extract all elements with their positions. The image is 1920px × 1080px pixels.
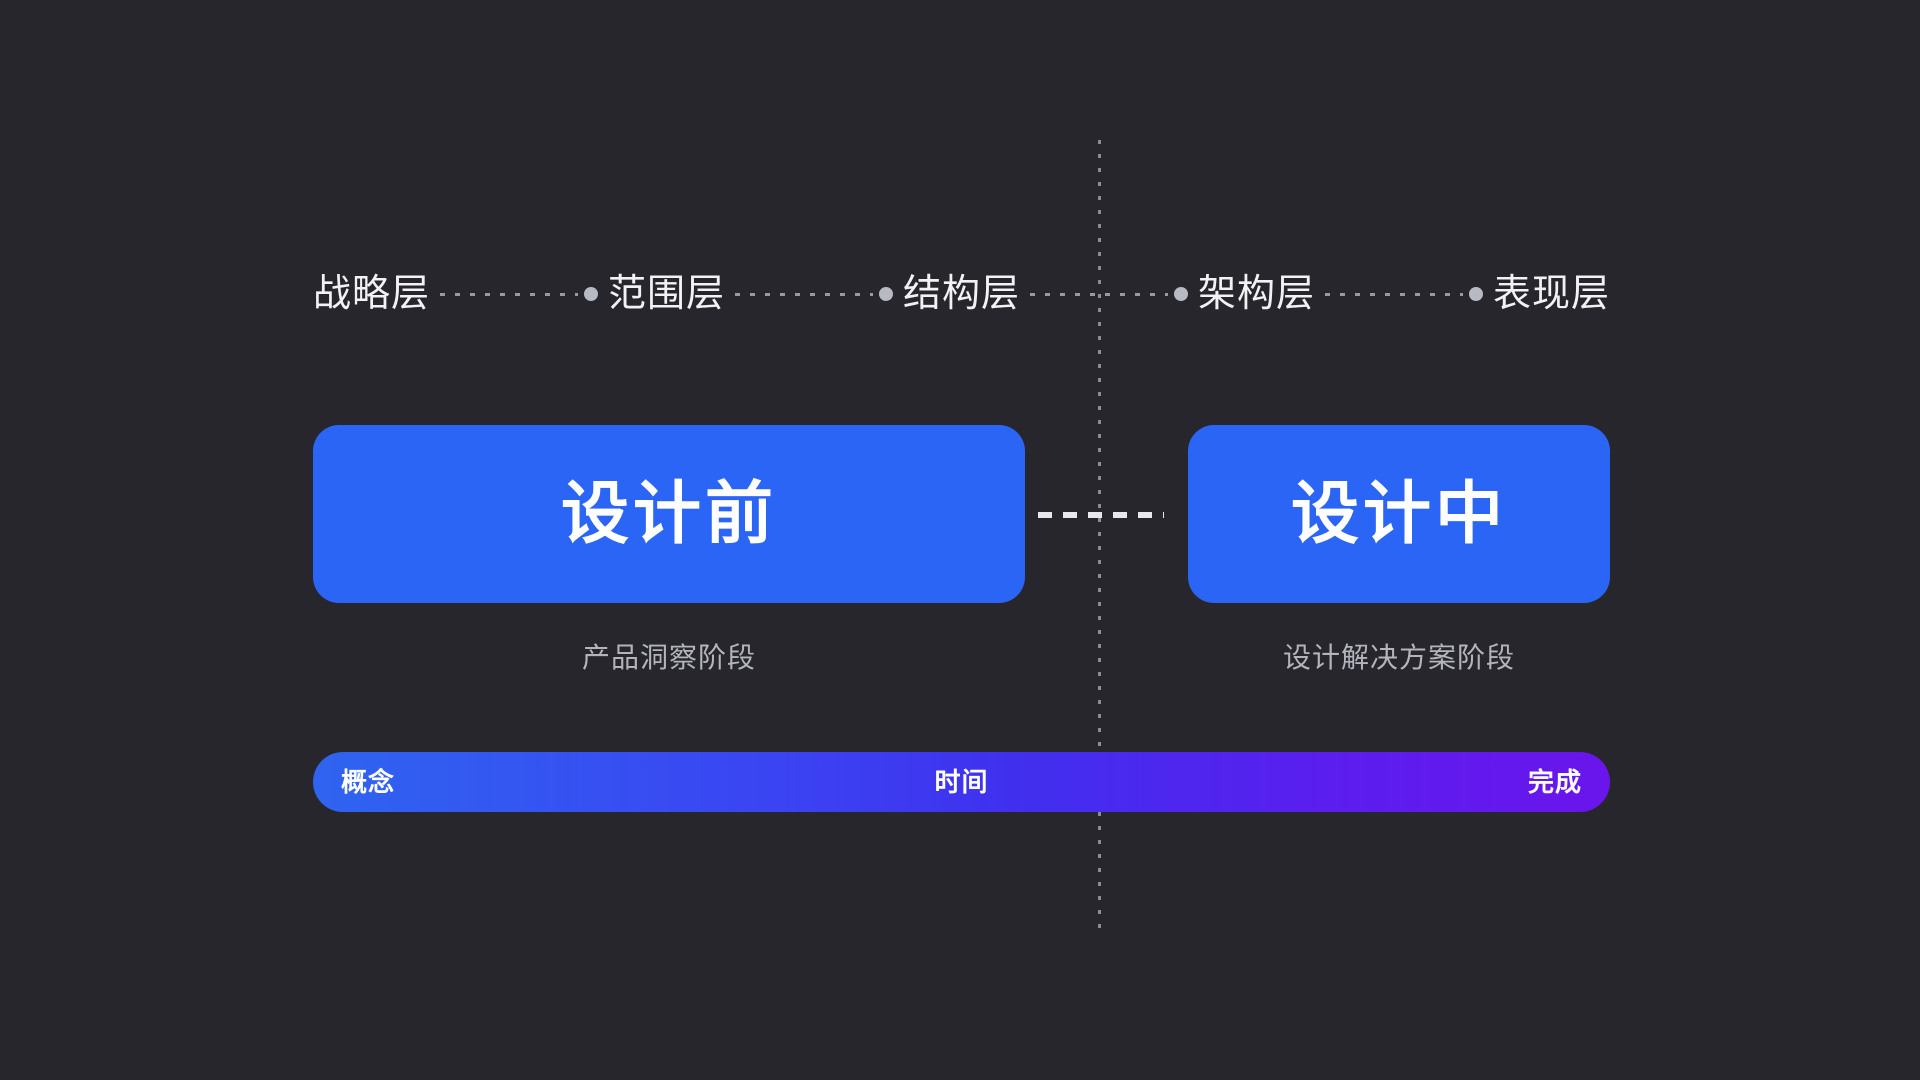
phase-card-title: 设计中 bbox=[1290, 476, 1507, 552]
chain-dot-icon bbox=[1469, 287, 1483, 301]
phase-card-connector bbox=[1038, 512, 1164, 518]
layer-chain-connector-1 bbox=[440, 286, 598, 302]
timeline-mid-label: 时间 bbox=[934, 767, 989, 797]
timeline-start-label: 概念 bbox=[341, 767, 396, 797]
layer-chain: 战略层 范围层 结构层 架构层 表现层 bbox=[313, 262, 1610, 326]
dashed-line bbox=[1325, 292, 1463, 296]
layer-chain-item-strategy[interactable]: 战略层 bbox=[313, 273, 431, 315]
layer-chain-connector-2 bbox=[735, 286, 893, 302]
phase-card-title: 设计前 bbox=[560, 476, 777, 552]
phase-caption-in-design: 设计解决方案阶段 bbox=[1282, 642, 1515, 673]
vertical-dotted-divider bbox=[1098, 140, 1101, 938]
timeline-gradient-bar[interactable]: 概念 时间 完成 bbox=[313, 752, 1610, 812]
phase-card-in-design[interactable]: 设计中 bbox=[1188, 425, 1610, 603]
layer-chain-item-scope[interactable]: 范围层 bbox=[608, 273, 726, 315]
phase-caption-pre-design: 产品洞察阶段 bbox=[581, 642, 756, 673]
layer-chain-connector-3 bbox=[1030, 286, 1188, 302]
dashed-line bbox=[440, 292, 578, 296]
chain-dot-icon bbox=[879, 287, 893, 301]
dashed-line bbox=[735, 292, 873, 296]
phase-card-pre-design[interactable]: 设计前 bbox=[313, 425, 1025, 603]
chain-dot-icon bbox=[584, 287, 598, 301]
layer-chain-item-structure[interactable]: 结构层 bbox=[903, 273, 1021, 315]
layer-chain-connector-4 bbox=[1325, 286, 1483, 302]
layer-chain-item-presentation[interactable]: 表现层 bbox=[1493, 273, 1611, 315]
timeline-end-label: 完成 bbox=[1527, 767, 1582, 797]
chain-dot-icon bbox=[1174, 287, 1188, 301]
dashed-line bbox=[1030, 292, 1168, 296]
layer-chain-item-framework[interactable]: 架构层 bbox=[1198, 273, 1316, 315]
